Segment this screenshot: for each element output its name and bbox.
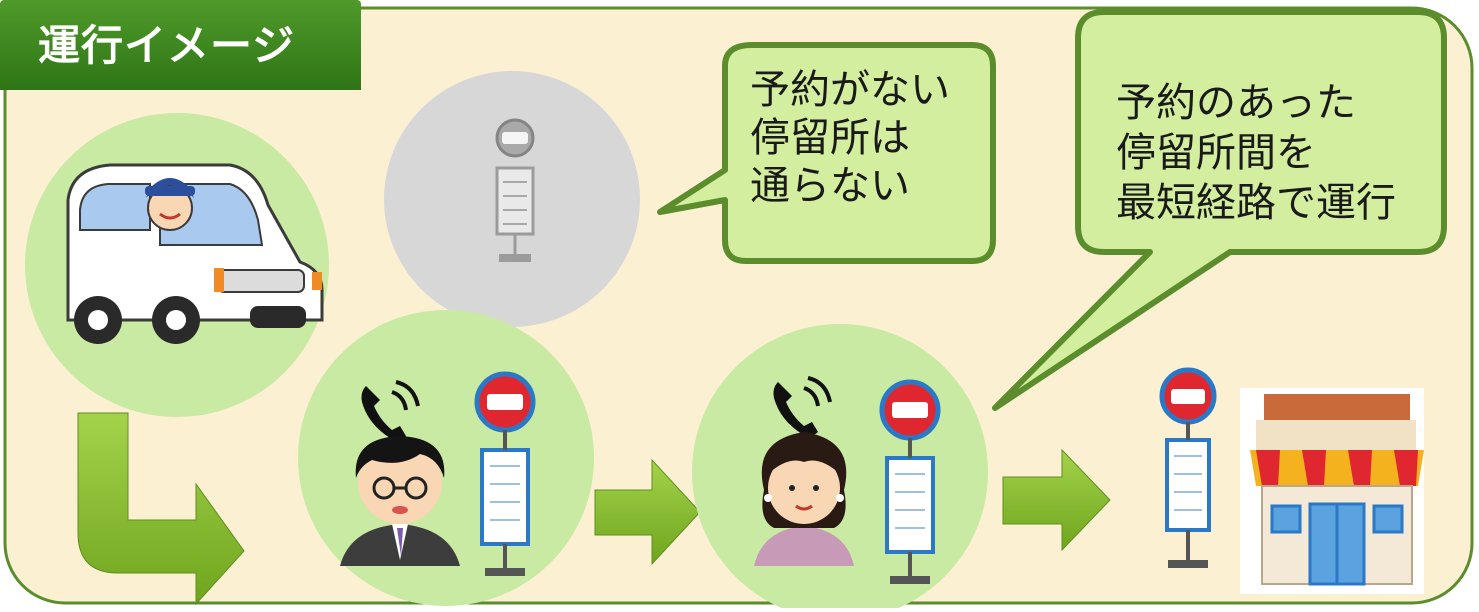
bubble-reserved-text: 予約のあった 停留所間を 最短経路で運行 (1116, 78, 1396, 228)
bubble-line: 停留所は (750, 115, 910, 161)
bus-stop-icon (474, 371, 536, 576)
bubble-line: 停留所間を (1116, 130, 1316, 176)
phone-icon (773, 376, 832, 436)
store-icon (1240, 388, 1424, 594)
woman-passenger-illustration (754, 432, 854, 566)
bubble-line: 最短経路で運行 (1116, 180, 1396, 226)
page-title: 運行イメージ (38, 21, 296, 70)
bubble-no-reservation-text: 予約がない 停留所は 通らない (750, 66, 950, 210)
bus-stop-icon (1159, 367, 1217, 568)
title-tab: 運行イメージ (0, 0, 361, 90)
speech-bubble-no-reservation (657, 42, 996, 264)
speech-bubble-reserved (992, 9, 1447, 411)
arrow-right-icon (594, 458, 701, 566)
bubble-line: 通らない (750, 163, 910, 209)
arrow-right-icon (1002, 448, 1111, 552)
bubble-line: 予約のあった (1116, 80, 1356, 126)
bus-stop-icon (879, 379, 941, 584)
bubble-line: 予約がない (750, 67, 950, 113)
arrow-right-icon (77, 412, 245, 606)
van-driver-illustration (66, 163, 324, 344)
phone-icon (361, 380, 420, 440)
man-passenger-illustration (340, 436, 460, 566)
bus-stop-icon (495, 118, 535, 262)
